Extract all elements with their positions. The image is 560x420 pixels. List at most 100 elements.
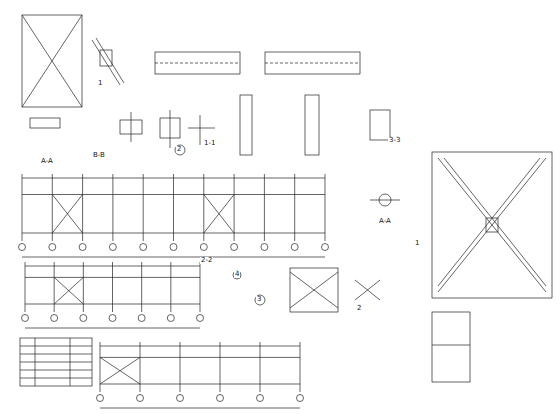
axis-bubble xyxy=(22,315,29,322)
drawing-stroke xyxy=(204,195,234,234)
axis-bubble xyxy=(109,244,116,251)
gusset xyxy=(100,50,112,66)
drawing-stroke xyxy=(100,408,300,409)
drawing-stroke xyxy=(52,174,53,241)
drawing-stroke xyxy=(204,195,234,234)
drawing-stroke xyxy=(22,257,325,258)
axis-bubble xyxy=(80,315,87,322)
drawing-stroke xyxy=(54,277,83,304)
view-label: B-B xyxy=(92,152,106,159)
brace-line xyxy=(22,15,82,107)
axis-bubble xyxy=(79,244,86,251)
drawing-stroke xyxy=(52,195,82,234)
view-label: A-A xyxy=(40,158,54,165)
drawing-stroke xyxy=(325,174,326,241)
axis-bubble xyxy=(231,244,238,251)
axis-bubble xyxy=(109,315,116,322)
drawing-stroke xyxy=(25,328,200,329)
axis-bubble xyxy=(217,395,224,402)
drawing-stroke xyxy=(70,338,71,386)
drawing-stroke xyxy=(25,262,26,312)
drawing-stroke xyxy=(20,370,92,371)
drawing-stroke xyxy=(20,362,92,363)
axis-bubble xyxy=(138,315,145,322)
drawing-stroke xyxy=(35,338,36,386)
axis-bubble xyxy=(97,395,104,402)
drawing-stroke xyxy=(52,195,82,234)
axis-bubble xyxy=(51,315,58,322)
drawing-stroke xyxy=(200,262,201,312)
drawing-stroke xyxy=(20,354,92,355)
view-label: 2-2 xyxy=(200,257,213,264)
callout-circle xyxy=(175,145,185,155)
brace-line xyxy=(92,40,120,85)
axis-bubble xyxy=(167,315,174,322)
view-label: 1-1 xyxy=(203,140,216,147)
brace-line xyxy=(22,15,82,107)
axis-bubble xyxy=(200,244,207,251)
drawing-stroke xyxy=(100,357,140,384)
drawing-stroke xyxy=(100,342,101,392)
axis-bubble xyxy=(297,395,304,402)
axis-bubble xyxy=(322,244,329,251)
drawing-stroke xyxy=(54,262,55,312)
drawing-stroke xyxy=(203,174,204,241)
view-label: 3-3 xyxy=(388,137,401,144)
drawing-stroke xyxy=(260,342,261,392)
axis-bubble xyxy=(257,395,264,402)
drawing-stroke xyxy=(140,342,141,392)
view-label: 4 xyxy=(234,271,240,278)
drawing-stroke xyxy=(141,262,142,312)
drawing-stroke xyxy=(220,342,221,392)
drawing-stroke xyxy=(22,174,23,241)
drawing-stroke xyxy=(100,346,300,347)
beam-elevation xyxy=(155,52,240,74)
plate-outline xyxy=(22,15,82,107)
drawing-stroke xyxy=(100,357,140,384)
view-label: 1 xyxy=(97,80,103,87)
gusset xyxy=(486,218,498,232)
view-label: A-A xyxy=(378,218,392,225)
axis-bubble xyxy=(261,244,268,251)
drawing-stroke xyxy=(20,378,92,379)
axis-bubble xyxy=(197,315,204,322)
view-label: 3 xyxy=(256,296,262,303)
column-detail xyxy=(240,95,252,155)
axis-bubble xyxy=(177,395,184,402)
plate-section xyxy=(30,118,60,128)
axis-bubble xyxy=(137,395,144,402)
drawing-stroke xyxy=(100,384,300,385)
drawing-stroke xyxy=(82,174,83,241)
drawing-stroke xyxy=(20,346,92,347)
drawing-stroke xyxy=(54,277,83,304)
section-detail xyxy=(370,110,390,140)
callout-circle xyxy=(233,271,241,279)
view-label: 1 xyxy=(414,240,420,247)
drawing-stroke xyxy=(112,262,113,312)
base-detail xyxy=(432,312,470,382)
view-label: 2 xyxy=(176,146,182,153)
portal-frame xyxy=(290,268,338,312)
brace-line xyxy=(96,38,124,83)
drawing-stroke xyxy=(112,174,113,241)
callout-circle xyxy=(255,295,265,305)
axis-bubble xyxy=(291,244,298,251)
bracing-frame xyxy=(432,152,552,298)
drawing-stroke xyxy=(234,174,235,241)
axis-bubble xyxy=(170,244,177,251)
drawing-stroke xyxy=(173,174,174,241)
column-detail xyxy=(305,95,319,155)
view-label: 2 xyxy=(356,305,362,312)
drawing-stroke xyxy=(300,342,301,392)
drawing-stroke xyxy=(294,174,295,241)
axis-bubble xyxy=(140,244,147,251)
drawing-stroke xyxy=(83,262,84,312)
drawing-stroke xyxy=(143,174,144,241)
drawing-stroke xyxy=(264,174,265,241)
axis-bubble xyxy=(19,244,26,251)
material-table xyxy=(20,338,92,386)
drawing-stroke xyxy=(170,262,171,312)
drawing-stroke xyxy=(100,357,300,358)
beam-elevation xyxy=(265,52,360,74)
